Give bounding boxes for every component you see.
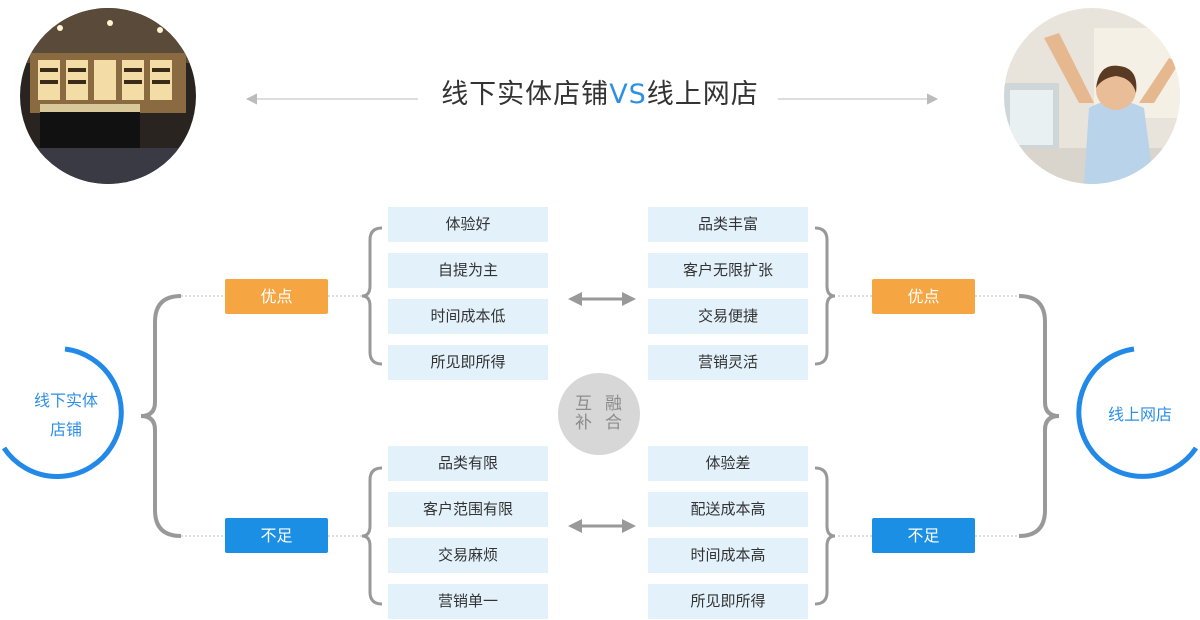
online-pro-item: 品类丰富: [648, 207, 808, 242]
online-con-item: 体验差: [648, 446, 808, 481]
center-char-hu: 互: [575, 394, 592, 414]
complement-fusion-circle: 互 融 补 合: [558, 373, 640, 455]
offline-label-line1: 线下实体: [33, 391, 98, 410]
title-right-arrow: [778, 93, 939, 105]
title-left-arrow: [245, 93, 418, 105]
center-char-rong: 融: [605, 394, 622, 414]
offline-ring: [1, 346, 124, 479]
offline-pro-item: 体验好: [388, 207, 548, 242]
offline-label-line2: 店铺: [49, 420, 82, 439]
online-con-item: 配送成本高: [648, 492, 808, 527]
offline-pros-tag: 优点: [225, 279, 328, 314]
offline-pros-bracket: [361, 226, 383, 366]
happy-user-photo: [1004, 8, 1180, 184]
title-vs: VS: [609, 79, 647, 110]
store-photo: [20, 8, 196, 184]
offline-label: 线下实体 店铺: [18, 386, 114, 444]
online-pro-item: 营销灵活: [648, 345, 808, 380]
offline-cons-bracket: [361, 466, 383, 606]
offline-con-item: 营销单一: [388, 584, 548, 619]
online-pros-bracket: [814, 226, 836, 366]
offline-main-bracket: [140, 294, 182, 538]
offline-pro-item: 所见即所得: [388, 345, 548, 380]
online-cons-tag: 不足: [872, 518, 975, 553]
pros-double-arrow-icon: [568, 292, 636, 306]
online-label: 线上网店: [1107, 405, 1172, 424]
online-con-item: 所见即所得: [648, 584, 808, 619]
title-offline: 线下实体店铺: [441, 79, 610, 110]
page-title: 线下实体店铺VS线上网店: [0, 72, 1200, 111]
online-pro-item: 交易便捷: [648, 299, 808, 334]
online-pros-tag: 优点: [872, 279, 975, 314]
offline-cons-tag: 不足: [225, 518, 328, 553]
offline-con-item: 品类有限: [388, 446, 548, 481]
online-cons-bracket: [814, 466, 836, 606]
online-main-bracket: [1018, 294, 1060, 538]
online-ring: [1076, 346, 1199, 479]
offline-pro-item: 自提为主: [388, 253, 548, 288]
online-con-item: 时间成本高: [648, 538, 808, 573]
offline-con-item: 交易麻烦: [388, 538, 548, 573]
online-pro-item: 客户无限扩张: [648, 253, 808, 288]
title-online: 线上网店: [646, 79, 759, 110]
center-char-he: 合: [605, 413, 622, 433]
offline-con-item: 客户范围有限: [388, 492, 548, 527]
offline-pro-item: 时间成本低: [388, 299, 548, 334]
center-char-bu: 补: [575, 413, 592, 433]
cons-double-arrow-icon: [568, 519, 636, 533]
